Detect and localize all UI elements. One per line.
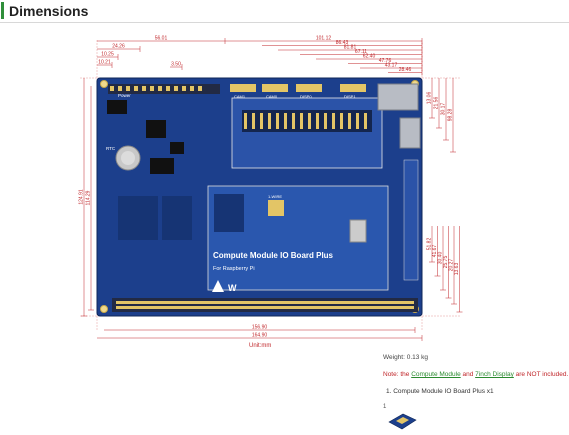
dim-label: 10.21 bbox=[98, 60, 111, 66]
weight-text: Weight: 0.13 kg bbox=[383, 354, 429, 361]
bottom-dimensions: 156.90 164.90 bbox=[97, 325, 423, 341]
bottom-header bbox=[112, 298, 418, 312]
label-power: Power bbox=[118, 93, 131, 98]
note-text: Note: the Compute Module and 7inch Displ… bbox=[383, 371, 568, 379]
dim-label: 114.29 bbox=[86, 190, 92, 205]
dim-label: 51.82 bbox=[427, 238, 433, 251]
label-cam1: CAM1 bbox=[234, 94, 246, 99]
label-disp1: DISP1 bbox=[344, 94, 356, 99]
dim-label: 164.90 bbox=[252, 333, 268, 339]
label-1wire: 1-WIRE bbox=[268, 194, 282, 199]
dim-label: 98.28 bbox=[448, 109, 454, 122]
note-suffix: are NOT included. bbox=[513, 371, 569, 378]
note-mid: and bbox=[460, 371, 476, 378]
dim-label: 13.63 bbox=[454, 263, 460, 276]
package-list-item: 1. Compute Module IO Board Plus x1 bbox=[386, 388, 494, 395]
mounting-hole bbox=[100, 305, 108, 313]
unit-label: Unit:mm bbox=[249, 343, 272, 349]
dim-label: 30.17 bbox=[441, 103, 447, 116]
dim-label: 21.56 bbox=[434, 97, 440, 110]
cam1-connector bbox=[230, 84, 256, 92]
dim-label: 81.81 bbox=[344, 45, 357, 51]
dim-label: 43.17 bbox=[385, 63, 398, 69]
dim-label: 20.27 bbox=[449, 259, 455, 272]
dim-label: 62.40 bbox=[363, 54, 376, 60]
dim-label: 86.43 bbox=[336, 40, 349, 46]
title-accent-bar bbox=[1, 2, 4, 19]
usb-port bbox=[377, 83, 419, 111]
dim-label: 30.40 bbox=[438, 252, 444, 265]
dim-label: 3.50 bbox=[171, 62, 181, 68]
dim-label: 56.01 bbox=[155, 36, 168, 42]
dim-label: 41.67 bbox=[432, 245, 438, 258]
product-thumbnail[interactable] bbox=[385, 410, 419, 432]
dim-label: 101.12 bbox=[316, 36, 332, 42]
wire-header bbox=[268, 200, 284, 216]
dim-label: 67.11 bbox=[355, 49, 367, 55]
dim-label: 24.26 bbox=[112, 44, 125, 50]
disp1-connector bbox=[340, 84, 366, 92]
waveshare-logo: W bbox=[212, 280, 237, 293]
top-header-pins bbox=[108, 84, 220, 94]
jumper-grid bbox=[118, 196, 192, 240]
dimension-drawing: Compute Module IO Board Plus For Raspber… bbox=[79, 36, 463, 341]
dim-label: 124.91 bbox=[79, 189, 85, 205]
display-link[interactable]: 7inch Display bbox=[475, 371, 514, 378]
crystal bbox=[349, 219, 367, 243]
label-cam0: CAM0 bbox=[266, 94, 278, 99]
disp0-connector bbox=[296, 84, 322, 92]
relay-block bbox=[214, 194, 244, 232]
sodimm-slot bbox=[231, 97, 383, 169]
pcb-board: Compute Module IO Board Plus For Raspber… bbox=[96, 77, 423, 317]
dim-label: 25.75 bbox=[443, 256, 449, 269]
compute-module-link[interactable]: Compute Module bbox=[411, 371, 461, 378]
ic-chip bbox=[170, 142, 184, 154]
dim-label: 10.25 bbox=[101, 52, 114, 58]
label-rtc: RTC bbox=[106, 146, 116, 151]
page-header: Dimensions bbox=[0, 0, 569, 23]
ic-chip bbox=[150, 158, 174, 174]
mounting-hole bbox=[100, 80, 108, 88]
board-subtitle: For Raspberry Pi bbox=[213, 266, 255, 272]
label-disp0: DISP0 bbox=[300, 94, 312, 99]
top-dimensions: 56.01 24.26 10.25 10.21 3.50 101.12 86.4381.81… bbox=[97, 36, 423, 76]
ic-chip bbox=[146, 120, 166, 138]
dim-label: 156.90 bbox=[252, 325, 268, 331]
page-title: Dimensions bbox=[9, 3, 89, 19]
dim-label: 13.06 bbox=[427, 92, 433, 105]
svg-text:W: W bbox=[228, 283, 237, 293]
dim-label: 47.76 bbox=[379, 58, 392, 64]
hdmi-port bbox=[399, 117, 421, 149]
note-prefix: Note: the bbox=[383, 371, 412, 378]
item-index: 1 bbox=[383, 404, 387, 410]
board-title: Compute Module IO Board Plus bbox=[213, 251, 334, 260]
side-connectors bbox=[403, 159, 419, 281]
cam0-connector bbox=[262, 84, 288, 92]
power-jack bbox=[107, 100, 127, 114]
dim-label: 28.46 bbox=[399, 67, 412, 73]
